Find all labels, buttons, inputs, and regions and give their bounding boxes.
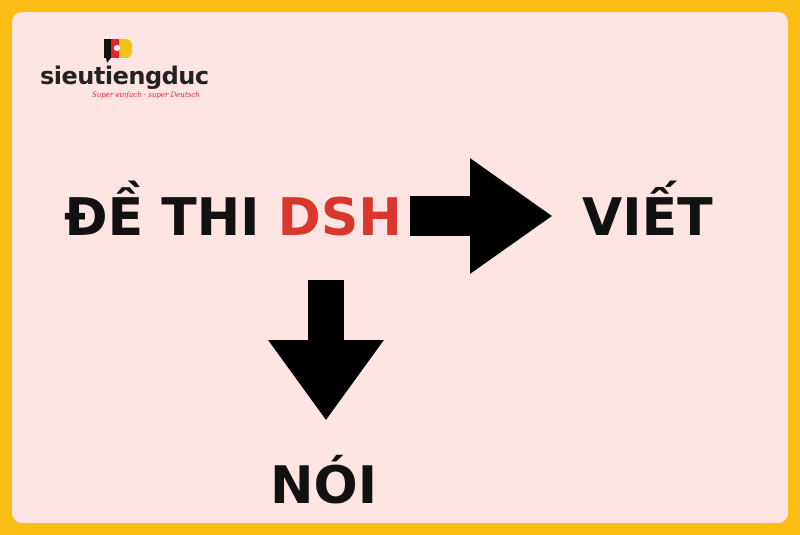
logo-tagline: Super einfach · super Deutsch [92,91,200,99]
arrow-right-icon [410,158,552,274]
title-prefix: ĐỀ THI [64,188,260,248]
speech-bubble-flag-icon [104,39,132,63]
speaking-label: NÓI [270,456,378,516]
content-card: sieutiengduc Super einfach · super Deuts… [12,12,788,523]
title-accent: DSH [277,188,402,248]
writing-label: VIẾT [582,188,713,248]
exam-title: ĐỀ THI DSH [64,192,402,244]
logo-wordmark: sieutiengduc [40,62,209,90]
sieutiengduc-logo: sieutiengduc Super einfach · super Deuts… [40,36,215,106]
arrow-down-icon [268,280,384,420]
